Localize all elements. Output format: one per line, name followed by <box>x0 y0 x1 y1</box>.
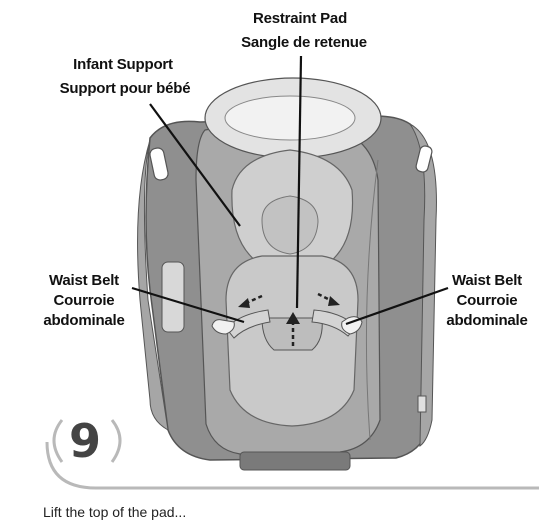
waist-belt-right-label-fr-1: Courroie <box>432 290 539 312</box>
infant-support-label-fr: Support pour bébé <box>40 78 210 100</box>
waist-belt-left-label-fr-2: abdominale <box>24 310 144 332</box>
waist-belt-left-label-en: Waist Belt <box>24 270 144 292</box>
right-latch <box>418 396 426 412</box>
waist-belt-right-label-en: Waist Belt <box>432 270 539 292</box>
waist-belt-right-label-fr-2: abdominale <box>432 310 539 332</box>
restraint-pad-label-en: Restraint Pad <box>240 8 360 30</box>
step-number: 9 <box>45 414 125 468</box>
infant-support-label-en: Infant Support <box>48 54 198 76</box>
waist-belt-left-label-fr-1: Courroie <box>24 290 144 312</box>
step-caption: Lift the top of the pad... <box>43 504 186 520</box>
seat-base <box>240 452 350 470</box>
restraint-pad-label-fr: Sangle de retenue <box>234 32 374 54</box>
headrest-cushion <box>225 96 355 140</box>
